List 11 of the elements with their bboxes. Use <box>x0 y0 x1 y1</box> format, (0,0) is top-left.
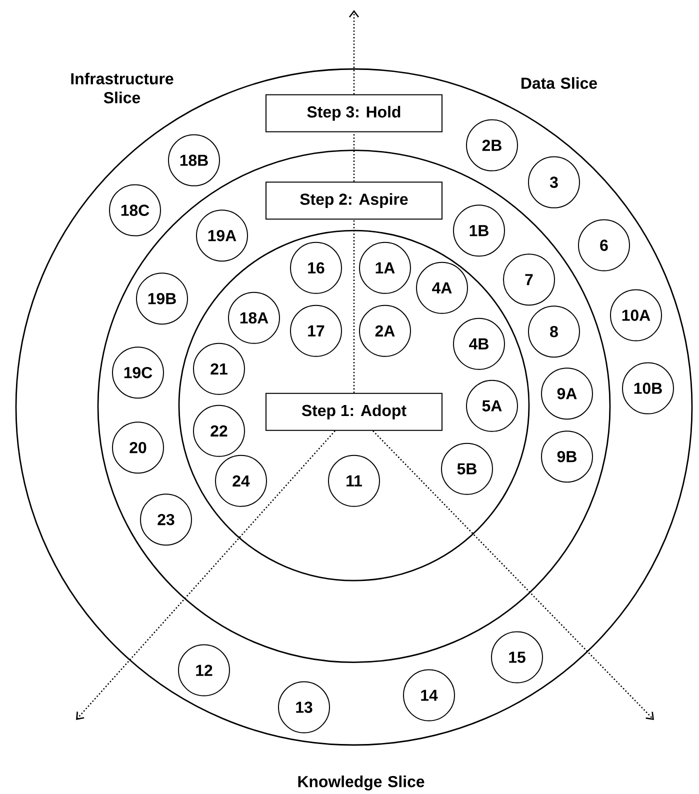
slice-label: Infrastructure Slice <box>71 72 174 104</box>
ring <box>97 150 611 663</box>
step-box: Step 3: Hold <box>266 94 442 132</box>
arrow <box>76 430 336 720</box>
arrow <box>372 430 654 720</box>
slice-label: Data Slice <box>522 77 597 89</box>
step-box: Step 2: Aspire <box>266 182 442 220</box>
step-box: Step 1: Adopt <box>266 392 442 431</box>
arrow <box>348 10 360 94</box>
slice-label: Knowledge Slice <box>298 776 424 790</box>
ring <box>15 68 693 746</box>
